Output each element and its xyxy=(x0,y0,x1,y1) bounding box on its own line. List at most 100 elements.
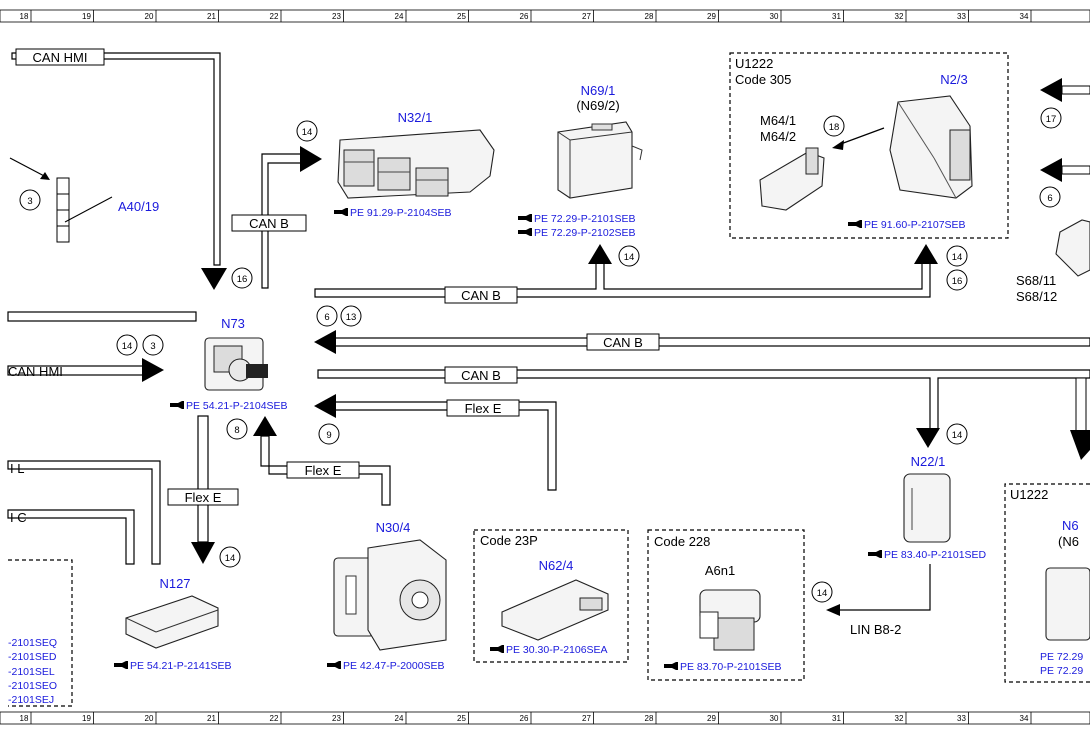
pointing-hand-icon xyxy=(334,208,348,216)
svg-text:3: 3 xyxy=(150,341,155,352)
left-l-c-wires: I L I C xyxy=(7,460,161,565)
svg-text:N73: N73 xyxy=(221,316,245,331)
circle-14-n32: 14 xyxy=(296,120,318,142)
ruler-label: 27 xyxy=(582,714,591,723)
pointing-hand-icon xyxy=(518,228,532,236)
can-hmi-left-label: CAN HMI xyxy=(8,364,63,379)
ruler-label: 18 xyxy=(20,714,29,723)
svg-text:N69/1: N69/1 xyxy=(581,83,616,98)
svg-text:A6n1: A6n1 xyxy=(705,563,735,578)
ruler-label: 22 xyxy=(270,714,279,723)
lin-label: LIN B8-2 xyxy=(850,622,901,637)
flex-e-right-label: Flex E xyxy=(465,401,502,416)
svg-text:8: 8 xyxy=(234,425,239,436)
ruler-label: 26 xyxy=(520,12,529,21)
ruler-label: 20 xyxy=(145,12,154,21)
n127-reference: PE 54.21-P-2141SEB xyxy=(130,660,232,672)
svg-text:N6: N6 xyxy=(1062,518,1079,533)
svg-text:-2101SEL: -2101SEL xyxy=(8,666,55,678)
flex-e-n127-label: Flex E xyxy=(185,490,222,505)
svg-text:3: 3 xyxy=(27,196,32,207)
flex-e-n127-bus: Flex E 14 xyxy=(167,415,241,568)
svg-text:16: 16 xyxy=(237,274,248,285)
circle-16-n73: 16 xyxy=(231,267,253,289)
can-b-upper-label: CAN B xyxy=(461,288,501,303)
circle-3-left: 3 xyxy=(19,189,41,211)
svg-text:U1222: U1222 xyxy=(735,56,773,71)
svg-text:N127: N127 xyxy=(159,576,190,591)
pointing-hand-icon xyxy=(868,550,882,558)
pointing-hand-icon xyxy=(848,220,862,228)
svg-text:S68/12: S68/12 xyxy=(1016,289,1057,304)
can-b-lower-label: CAN B xyxy=(461,368,501,383)
can-b-upper-bus: CAN B xyxy=(314,244,938,304)
svg-text:PE 72.29: PE 72.29 xyxy=(1040,665,1083,677)
code-23p-box: Code 23P N62/4 PE 30.30-P-2106SEA xyxy=(473,529,629,663)
can-hmi-top-label: CAN HMI xyxy=(33,50,88,65)
svg-text:14: 14 xyxy=(952,252,963,263)
svg-text:N30/4: N30/4 xyxy=(376,520,411,535)
n32-1-module: N32/1 PE 91.29-P-2104SEB xyxy=(337,110,495,219)
left-dashed-box: -2101SEQ -2101SED -2101SEL -2101SEO -210… xyxy=(8,559,73,707)
a6n1-reference: PE 83.70-P-2101SEB xyxy=(680,661,782,673)
svg-text:-2101SEJ: -2101SEJ xyxy=(8,694,54,706)
svg-text:-2101SED: -2101SED xyxy=(8,651,57,663)
ruler-label: 23 xyxy=(332,12,341,21)
ruler-label: 32 xyxy=(895,714,904,723)
n62-4-reference: PE 30.30-P-2106SEA xyxy=(506,644,608,656)
n69-1-reference-a: PE 72.29-P-2101SEB xyxy=(534,213,636,225)
svg-text:PE 72.29: PE 72.29 xyxy=(1040,651,1083,663)
ruler-label: 34 xyxy=(1020,714,1029,723)
lin-line: 14 LIN B8-2 xyxy=(811,564,931,637)
can-b-middle-bus: CAN B xyxy=(314,330,1090,354)
svg-text:16: 16 xyxy=(952,276,963,287)
ruler-label: 27 xyxy=(582,12,591,21)
svg-text:14: 14 xyxy=(302,127,313,138)
pointing-hand-icon xyxy=(327,661,341,669)
svg-text:S68/11: S68/11 xyxy=(1016,273,1056,288)
ruler-label: 18 xyxy=(20,12,29,21)
svg-text:-2101SEQ: -2101SEQ xyxy=(8,637,57,649)
a40-19-label: A40/19 xyxy=(118,199,159,214)
svg-text:14: 14 xyxy=(952,430,963,441)
can-hmi-left-line: CAN HMI 14 3 xyxy=(7,334,164,382)
ruler-label: 24 xyxy=(395,12,404,21)
ruler-label: 31 xyxy=(832,12,841,21)
svg-text:Code 228: Code 228 xyxy=(654,534,710,549)
u1222-code305-box: U1222 Code 305 N2/3 M64/1 M64/2 PE 91.60… xyxy=(729,52,1009,239)
ruler-label: 32 xyxy=(895,12,904,21)
ruler-label: 19 xyxy=(82,12,91,21)
n69-1-reference-b: PE 72.29-P-2102SEB xyxy=(534,227,636,239)
ruler-label: 33 xyxy=(957,12,966,21)
n69-1-module: N69/1 (N69/2) PE 72.29-P-2101SEB PE 72.2… xyxy=(534,83,643,239)
ruler-label: 29 xyxy=(707,714,716,723)
reference-hand-icons xyxy=(114,208,882,670)
svg-text:9: 9 xyxy=(326,430,331,441)
can-b-vertical-label: CAN B xyxy=(249,216,289,231)
pointing-hand-icon xyxy=(114,661,128,669)
svg-text:N32/1: N32/1 xyxy=(398,110,433,125)
flex-e-mid-bus: Flex E 8 xyxy=(226,416,391,506)
can-b-lower-bus: CAN B 14 xyxy=(317,366,1090,460)
ruler-label: 26 xyxy=(520,714,529,723)
can-b-to-n32-line: CAN B xyxy=(231,146,322,289)
n127-module: N127 PE 54.21-P-2141SEB xyxy=(125,576,232,672)
pointing-hand-icon xyxy=(170,401,184,409)
can-b-middle-label: CAN B xyxy=(603,335,643,350)
svg-text:U1222: U1222 xyxy=(1010,487,1048,502)
ruler-label: 30 xyxy=(770,714,779,723)
ruler-label: 33 xyxy=(957,714,966,723)
circle-18: 18 xyxy=(823,115,845,137)
svg-text:(N69/2): (N69/2) xyxy=(576,98,619,113)
svg-text:14: 14 xyxy=(225,553,236,564)
pointing-hand-icon xyxy=(518,214,532,222)
u1222-bottom-box: U1222 N6 (N6 PE 72.29 PE 72.29 xyxy=(1004,483,1090,683)
svg-text:17: 17 xyxy=(1046,114,1057,125)
n30-4-module: N30/4 PE 42.47-P-2000SEB xyxy=(333,520,447,672)
ruler-label: 21 xyxy=(207,714,216,723)
right-arrows: 17 6 S68/11 S68/12 xyxy=(1016,78,1090,304)
code-228-box: Code 228 A6n1 PE 83.70-P-2101SEB xyxy=(647,529,805,681)
svg-text:N22/1: N22/1 xyxy=(911,454,946,469)
